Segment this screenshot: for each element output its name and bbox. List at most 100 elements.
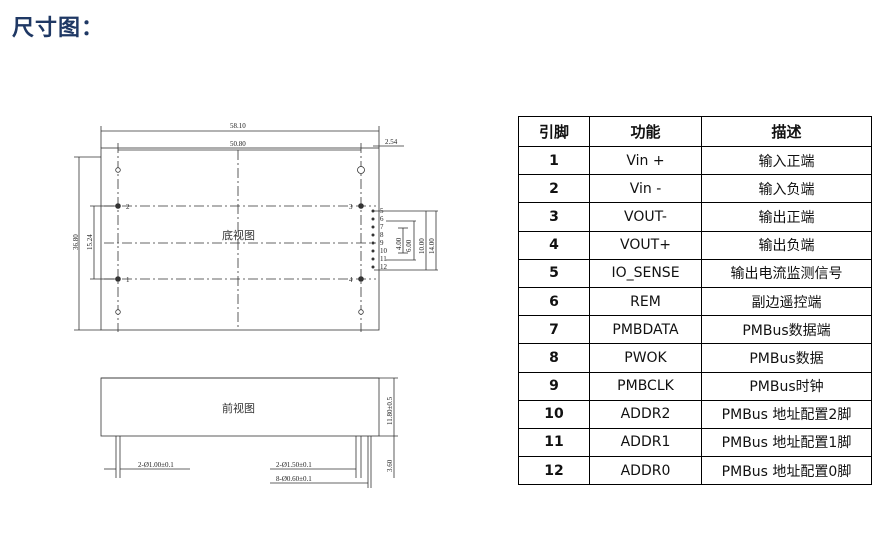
power-pin xyxy=(115,203,121,209)
pin-description: 副边遥控端 xyxy=(701,286,872,317)
pin-function: VOUT+ xyxy=(589,230,702,260)
table-row: 1 Vin + 输入正端 xyxy=(518,145,872,176)
pin-number: 4 xyxy=(518,230,590,260)
pin-number: 5 xyxy=(518,258,590,288)
signal-pin xyxy=(371,249,375,253)
dimension-drawing: 底视图 前视图 58.10 50.80 2.54 36.80 15.24 4.0… xyxy=(72,122,438,488)
bottom-view-label: 底视图 xyxy=(222,228,255,242)
dim-d4: 14.00 xyxy=(428,238,436,254)
signal-pin xyxy=(371,217,375,221)
pin-function: ADDR0 xyxy=(589,456,702,486)
table-row: 4 VOUT+ 输出负端 xyxy=(518,230,872,260)
dim-height: 36.80 xyxy=(72,234,80,250)
table-row: 2 Vin - 输入负端 xyxy=(518,174,872,204)
dim-pin-vspan: 15.24 xyxy=(86,234,94,250)
signal-pin xyxy=(371,257,375,261)
table-header-row: 引脚 功能 描述 xyxy=(518,116,872,147)
pin-function: ADDR1 xyxy=(589,427,702,458)
pin-description: 输入正端 xyxy=(701,145,872,176)
pin-description: PMBus数据端 xyxy=(701,315,872,345)
pin-number: 2 xyxy=(518,174,590,204)
power-pin xyxy=(358,203,364,209)
signal-pin xyxy=(371,209,375,213)
mount-hole xyxy=(115,309,121,315)
table-row: 9 PMBCLK PMBus时钟 xyxy=(518,371,872,401)
dim-hole-a: 2-Ø1.00±0.1 xyxy=(138,461,174,469)
page-title: 尺寸图： xyxy=(12,16,105,41)
pin-label: 3 xyxy=(349,203,353,211)
pin-number: 9 xyxy=(518,371,590,401)
pin-description: 输出电流监测信号 xyxy=(701,258,872,288)
front-view-label: 前视图 xyxy=(222,401,255,415)
pin-label: 7 xyxy=(380,223,384,231)
pin-description: PMBus 地址配置2脚 xyxy=(701,399,872,429)
pin-description: PMBus 地址配置1脚 xyxy=(701,427,872,458)
signal-pin xyxy=(371,233,375,237)
mount-hole xyxy=(358,309,364,315)
table-row: 7 PMBDATA PMBus数据端 xyxy=(518,315,872,345)
pin-description: 输出正端 xyxy=(701,202,872,232)
table-row: 10 ADDR2 PMBus 地址配置2脚 xyxy=(518,399,872,429)
power-pin xyxy=(115,276,121,282)
pin-function: REM xyxy=(589,286,702,317)
dim-d3: 10.00 xyxy=(418,238,426,254)
dim-hole-b: 2-Ø1.50±0.1 xyxy=(276,461,312,469)
pin-description: 输入负端 xyxy=(701,174,872,204)
table-row: 8 PWOK PMBus数据 xyxy=(518,343,872,373)
signal-pin xyxy=(371,241,375,245)
pin-function: IO_SENSE xyxy=(589,258,702,288)
pin-definition-table: 引脚 功能 描述 1 Vin + 输入正端 2 Vin - 输入负端 3 VOU… xyxy=(518,116,872,486)
pin-description: PMBus时钟 xyxy=(701,371,872,401)
header-description: 描述 xyxy=(701,116,872,147)
pin-label: 11 xyxy=(380,255,387,263)
pin-description: 输出负端 xyxy=(701,230,872,260)
table-row: 3 VOUT- 输出正端 xyxy=(518,202,872,232)
pin-number: 1 xyxy=(518,145,590,176)
signal-pin xyxy=(371,225,375,229)
header-function: 功能 xyxy=(589,116,702,147)
pin-function: Vin - xyxy=(589,174,702,204)
pin-label: 4 xyxy=(349,276,353,284)
pin-label: 2 xyxy=(126,203,130,211)
dim-thickness: 11.80±0.5 xyxy=(386,396,394,425)
pin-number: 6 xyxy=(518,286,590,317)
pin-label: 5 xyxy=(380,207,384,215)
signal-pin xyxy=(371,265,375,269)
pin-function: VOUT- xyxy=(589,202,702,232)
dim-d1: 4.00 xyxy=(395,237,403,250)
pin-label: 9 xyxy=(380,239,384,247)
pin-number: 10 xyxy=(518,399,590,429)
dim-pin-span: 50.80 xyxy=(230,140,246,148)
table-row: 11 ADDR1 PMBus 地址配置1脚 xyxy=(518,427,872,458)
pin-description: PMBus数据 xyxy=(701,343,872,373)
pin-function: PMBDATA xyxy=(589,315,702,345)
pin-function: ADDR2 xyxy=(589,399,702,429)
power-pin xyxy=(358,276,364,282)
pin-number: 11 xyxy=(518,427,590,458)
table-row: 6 REM 副边遥控端 xyxy=(518,286,872,317)
pin-function: PWOK xyxy=(589,343,702,373)
pin-number: 3 xyxy=(518,202,590,232)
pin-description: PMBus 地址配置0脚 xyxy=(701,456,872,486)
header-pin: 引脚 xyxy=(518,116,590,147)
dim-hole-c: 8-Ø0.60±0.1 xyxy=(276,475,312,483)
table-row: 12 ADDR0 PMBus 地址配置0脚 xyxy=(518,456,872,486)
pin-number: 7 xyxy=(518,315,590,345)
pin-label: 6 xyxy=(380,215,384,223)
pin-function: PMBCLK xyxy=(589,371,702,401)
dim-pin-length: 3.60 xyxy=(386,459,394,472)
pin-label: 1 xyxy=(126,276,130,284)
pin-function: Vin + xyxy=(589,145,702,176)
table-row: 5 IO_SENSE 输出电流监测信号 xyxy=(518,258,872,288)
pin-number: 8 xyxy=(518,343,590,373)
pin-number: 12 xyxy=(518,456,590,486)
dim-right-offset: 2.54 xyxy=(385,138,398,146)
pin-label: 8 xyxy=(380,231,384,239)
pin-label: 10 xyxy=(380,247,388,255)
dim-d2: 6.00 xyxy=(405,239,413,252)
pin-label: 12 xyxy=(380,263,388,271)
bottom-view-outline xyxy=(100,147,380,331)
dim-overall-width: 58.10 xyxy=(230,122,246,130)
mount-hole xyxy=(115,167,121,173)
mount-hole xyxy=(357,166,365,174)
